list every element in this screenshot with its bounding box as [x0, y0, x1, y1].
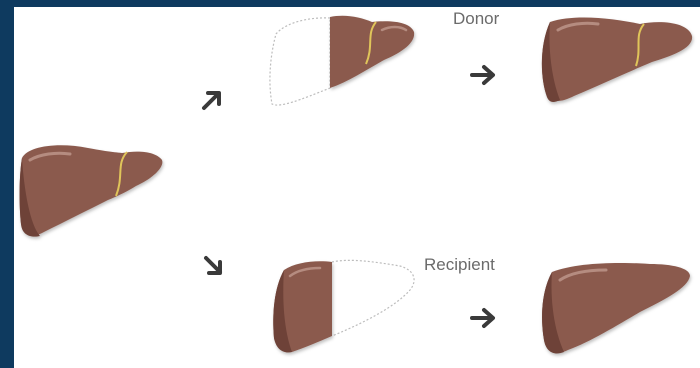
recipient-label: Recipient — [424, 255, 495, 274]
recipient-split-liver — [273, 260, 414, 352]
arrow-right-icon — [472, 310, 493, 326]
removed-lobe-outline — [332, 260, 414, 336]
arrow-up-right-icon — [204, 93, 219, 108]
arrow-right-icon — [472, 67, 493, 83]
donor-split-liver — [270, 16, 414, 105]
arrow-down-right-icon — [206, 258, 220, 273]
removed-lobe-outline — [270, 18, 330, 105]
donor-label: Donor — [453, 9, 500, 28]
recipient-regenerated-liver — [542, 263, 690, 354]
donor-regenerated-liver — [542, 18, 692, 102]
whole-liver — [20, 145, 163, 236]
